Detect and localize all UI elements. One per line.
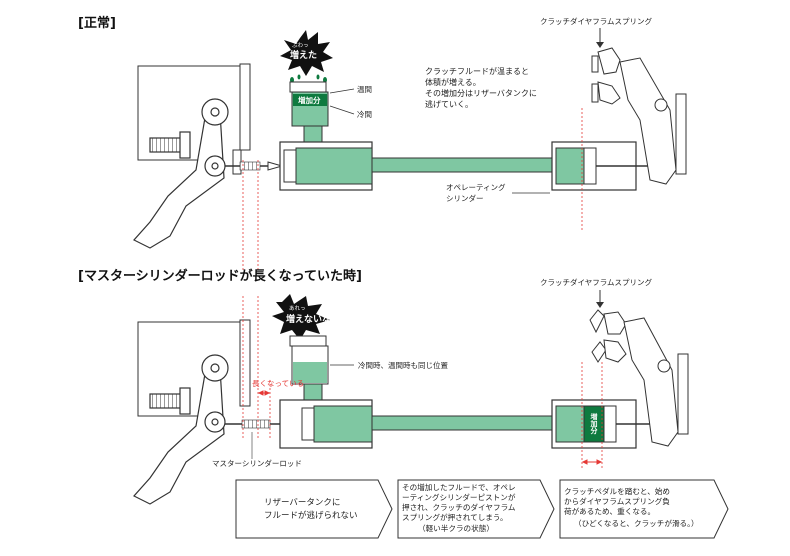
normal-cold-label: 冷間 [357, 109, 372, 119]
normal-bubble-main: 増えた [290, 49, 317, 61]
svg-text:からダイヤフラムスプリング負: からダイヤフラムスプリング負 [564, 496, 670, 506]
step-box-2: その増加したフルードで、オペレ ーティングシリンダーピストンが 押され、クラッチ… [397, 479, 555, 539]
svg-text:クラッチフルードが温まると: クラッチフルードが温まると [425, 66, 529, 76]
svg-text:スプリングが押されてしまう。: スプリングが押されてしまう。 [402, 512, 508, 522]
pedal-bracket [137, 63, 251, 175]
normal-hot-label: 温間 [357, 85, 372, 94]
piston-shift-arrow [581, 459, 603, 465]
hydraulic-line-2 [371, 415, 557, 431]
level-note: 冷間時、温間時も同じ位置 [358, 360, 448, 370]
normal-note: クラッチフルードが温まると 体積が増える。 その増加分はリザーバタンクに 逃げて… [425, 66, 537, 109]
operating-cyl-label-1: オペレーティング [446, 182, 506, 192]
diaphragm-spring [591, 47, 687, 185]
longer-note: 長くなっている [252, 379, 304, 388]
abnormal-bubble-main: 増えないな〜 [286, 313, 340, 325]
svg-text:逃げていく。: 逃げていく。 [425, 99, 473, 109]
abnormal-spring-label: クラッチダイヤフラムスプリング [540, 277, 653, 287]
guide-lines-top [242, 108, 583, 270]
operating-cylinder-2 [551, 399, 672, 449]
arrow-icon [596, 28, 604, 48]
master-cylinder-2 [279, 399, 373, 449]
hydraulic-line [371, 157, 557, 173]
svg-text:その増加したフルードで、オペレ: その増加したフルードで、オペレ [402, 482, 516, 492]
step-box-3: クラッチペダルを踏むと、始め からダイヤフラムスプリング負 荷があるため、重くな… [559, 479, 729, 539]
abnormal-increase-label: 増加分 [590, 412, 599, 435]
master-rod [225, 161, 284, 171]
normal-bubble-small: ぶわっ [292, 42, 309, 49]
step-box-1: リザーバータンクに フルードが逃げられない [235, 479, 393, 539]
svg-text:押され、クラッチのダイヤフラム: 押され、クラッチのダイヤフラム [402, 502, 516, 512]
operating-cylinder [551, 141, 668, 191]
rod-length-arrow [257, 390, 271, 396]
guide-lines-bottom [242, 296, 603, 468]
svg-text:その増加分はリザーバタンクに: その増加分はリザーバタンクに [425, 88, 537, 98]
bubble-burst-icon-2 [272, 294, 330, 340]
svg-text:ーティングシリンダーピストンが: ーティングシリンダーピストンが [402, 492, 516, 502]
normal-increase-label: 増加分 [298, 95, 321, 105]
normal-spring-label: クラッチダイヤフラムスプリング [540, 16, 653, 26]
pedal-bracket-2 [137, 319, 251, 417]
bubble-burst-icon [280, 30, 333, 76]
svg-text:（ひどくなると、クラッチが滑る。）: （ひどくなると、クラッチが滑る。） [574, 518, 699, 528]
svg-text:フルードが逃げられない: フルードが逃げられない [264, 510, 358, 521]
clutch-pedal [133, 98, 229, 249]
abnormal-title: [マスターシリンダーロッドが長くなっていた時] [78, 268, 362, 284]
abnormal-bubble-small: あれっ [289, 305, 306, 312]
svg-text:クラッチペダルを踏むと、始め: クラッチペダルを踏むと、始め [564, 486, 670, 496]
svg-text:（軽い半クラの状態）: （軽い半クラの状態） [418, 523, 494, 533]
arrow-icon-2 [596, 290, 604, 308]
svg-text:体積が増える。: 体積が増える。 [425, 77, 481, 87]
master-cylinder [279, 141, 373, 191]
svg-text:荷があるため、重くなる。: 荷があるため、重くなる。 [564, 506, 655, 516]
clutch-pedal-2 [133, 354, 229, 505]
normal-title: [正常] [78, 15, 116, 31]
diaphragm-spring-2 [589, 309, 689, 447]
operating-cyl-label-2: シリンダー [446, 193, 484, 203]
reservoir-tank-2 [289, 335, 329, 407]
rod-label: マスターシリンダーロッド [212, 458, 302, 468]
reservoir-tank [289, 81, 329, 149]
svg-text:リザーバータンクに: リザーバータンクに [264, 498, 340, 508]
